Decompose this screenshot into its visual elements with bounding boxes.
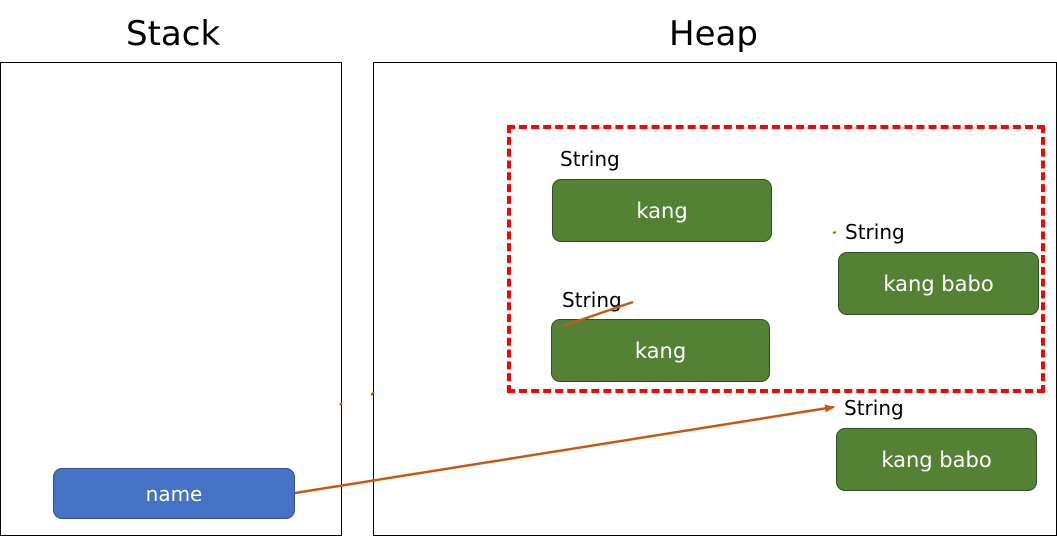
object-type-label-3: String: [845, 220, 905, 244]
stack-title: Stack: [126, 14, 221, 54]
object-value-3: kang babo: [883, 271, 994, 296]
string-object-kang-2: kang: [551, 319, 770, 382]
object-type-label-1: String: [560, 147, 620, 171]
object-value-1: kang: [636, 198, 688, 223]
stack-variable-label: name: [145, 481, 203, 506]
object-value-4: kang babo: [881, 447, 992, 472]
stack-area: [0, 62, 342, 536]
string-object-kang-1: kang: [552, 179, 772, 242]
object-value-2: kang: [634, 338, 687, 363]
heap-title: Heap: [669, 14, 758, 54]
unreferenced-objects-outline: [507, 125, 1045, 393]
object-type-label-2: String: [562, 288, 622, 312]
string-object-kang-babo-1: kang babo: [838, 252, 1039, 315]
object-type-label-4: String: [844, 396, 904, 420]
string-object-kang-babo-2: kang babo: [836, 428, 1037, 491]
stack-variable-name: name: [53, 468, 295, 519]
